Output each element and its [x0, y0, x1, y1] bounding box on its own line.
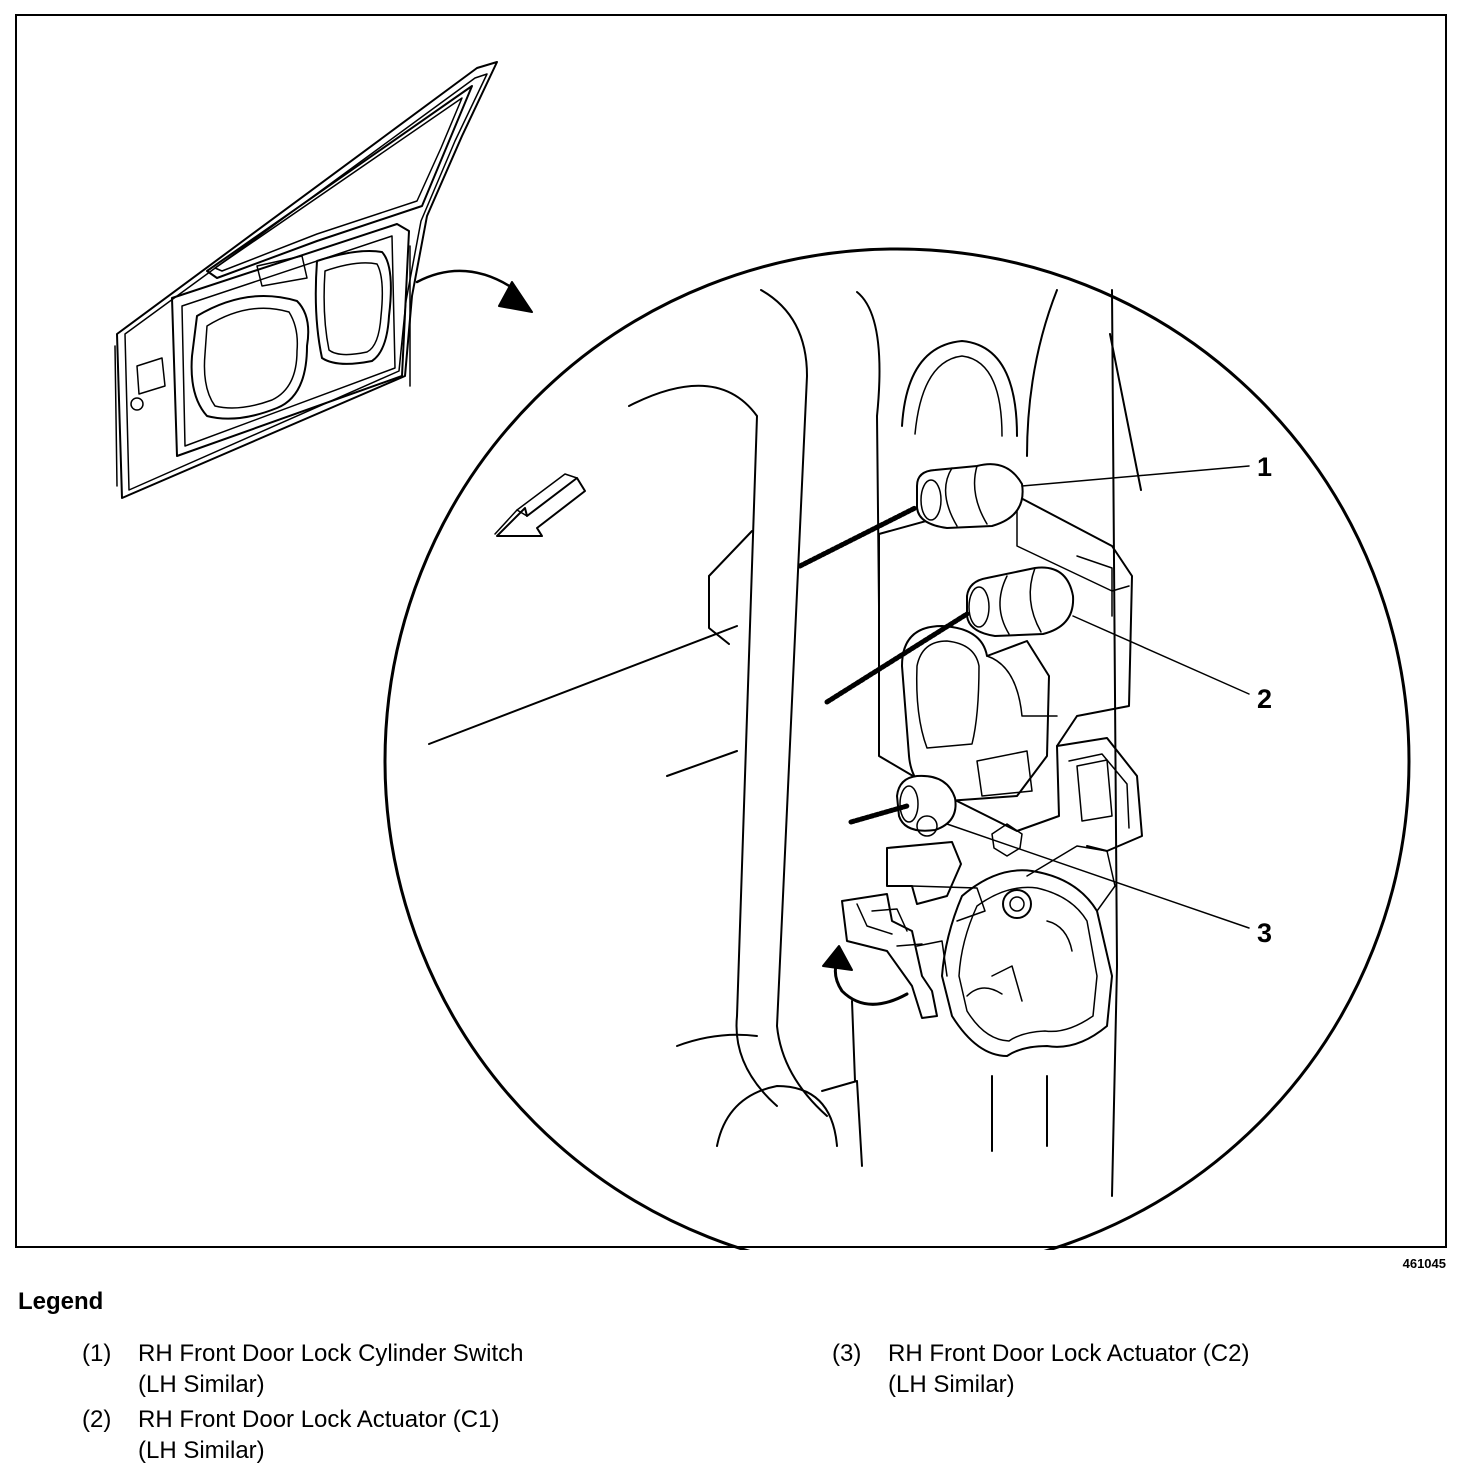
legend-item-note: (LH Similar): [888, 1371, 1015, 1398]
legend-item-text: RH Front Door Lock Actuator (C2) (LH Sim…: [888, 1338, 1249, 1400]
zoom-arrowhead-icon: [498, 281, 533, 313]
legend-item-number: (2): [82, 1406, 112, 1433]
legend-item-note: (LH Similar): [138, 1437, 265, 1464]
zoom-arrow-icon: [415, 269, 519, 293]
diagram-frame: 1 2 3: [15, 14, 1447, 1250]
callout-2: 2: [1257, 684, 1272, 714]
legend-item-note: (LH Similar): [138, 1371, 265, 1398]
callout-1: 1: [1257, 452, 1272, 482]
figure-id: 461045: [1402, 1256, 1446, 1271]
detail-circle: [383, 247, 1411, 1250]
legend-item-text: RH Front Door Lock Actuator (C1) (LH Sim…: [138, 1404, 499, 1466]
door-frame-detail: [428, 289, 1142, 1197]
latch-assembly-icon: [797, 463, 1143, 1057]
legend-item-number: (3): [832, 1340, 862, 1367]
legend-item-text: RH Front Door Lock Cylinder Switch (LH S…: [138, 1338, 523, 1400]
door-lock-diagram: 1 2 3: [114, 61, 1411, 1250]
legend-item-number: (1): [82, 1340, 112, 1367]
legend-item-label: RH Front Door Lock Actuator (C1): [138, 1406, 500, 1433]
callout-leaders: [946, 465, 1250, 929]
legend-item-label: RH Front Door Lock Actuator (C2): [888, 1340, 1250, 1367]
door-panel-icon: [114, 61, 498, 499]
direction-arrow-icon: [494, 473, 586, 537]
legend-item-label: RH Front Door Lock Cylinder Switch: [138, 1340, 524, 1367]
legend-title: Legend: [18, 1288, 104, 1315]
callout-3: 3: [1257, 918, 1272, 948]
